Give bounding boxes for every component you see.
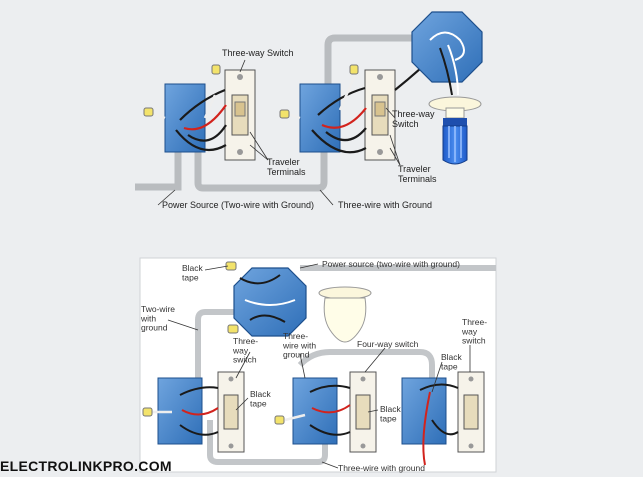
label-power-source-bottom: Power source (two-wire with ground) — [322, 259, 460, 269]
wire-nut — [227, 324, 239, 334]
three-way-switch-left — [224, 69, 256, 161]
three-way-switch-bottom-left — [217, 371, 245, 453]
wire-nut — [211, 64, 221, 75]
switch-box-left — [164, 83, 206, 153]
three-way-switch-bottom-right — [457, 371, 485, 453]
wire-nut — [279, 109, 290, 119]
label-three-way-switch-left: Three-way Switch — [222, 48, 294, 58]
switch-box-right — [299, 83, 341, 153]
wire-nut — [143, 107, 154, 117]
watermark-text: ELECTROLINKPRO.COM — [0, 458, 172, 474]
label-three-wire-top: Three-wire with Ground — [338, 200, 432, 210]
wire-nut — [142, 407, 153, 417]
label-three-wire-bottom: Three-wire with ground — [338, 463, 425, 473]
three-way-switch-right — [364, 69, 396, 161]
four-way-switch — [349, 371, 377, 453]
label-four-way-switch: Four-way switch — [357, 339, 419, 349]
wires-bottom — [150, 383, 459, 466]
label-power-source-top: Power Source (Two-wire with Ground) — [162, 200, 314, 210]
wire-nut — [274, 415, 285, 425]
ceiling-box-bottom — [233, 267, 307, 337]
light-bulb-bottom — [318, 286, 372, 343]
wire-nut — [349, 64, 359, 75]
wires-right — [287, 49, 441, 154]
ceiling-box — [411, 11, 483, 83]
light-bulb-top — [428, 96, 482, 165]
wires-left — [149, 88, 227, 152]
